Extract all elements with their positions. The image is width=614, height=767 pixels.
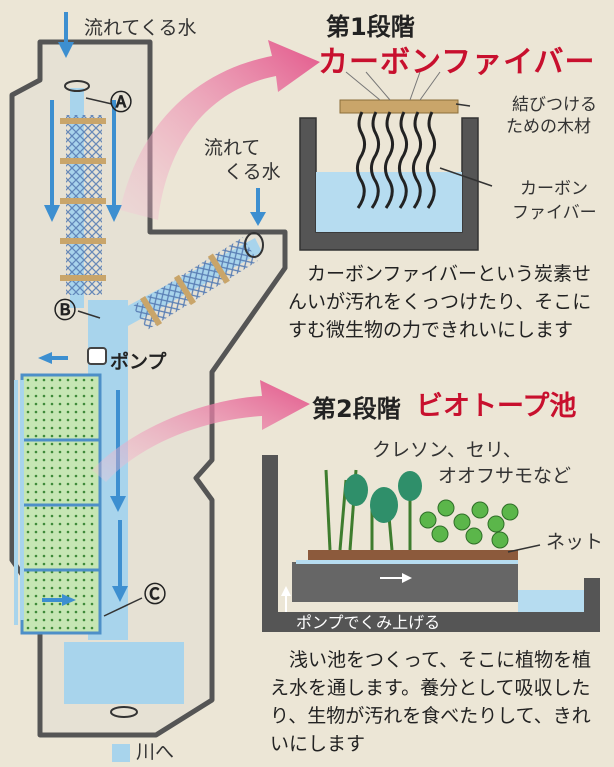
- stage2-title: ビオトープ池: [416, 391, 577, 422]
- stage1-heading: 第1段階: [326, 13, 415, 41]
- stage1-wood-label-1: 結びつける: [512, 95, 597, 115]
- label-water-in-mid-2: くる水: [224, 161, 281, 183]
- soil-bed: [308, 550, 518, 560]
- stage2-heading: 第2段階: [312, 395, 401, 423]
- filter-c-dividers: [22, 438, 100, 572]
- marker-b: Ⓑ: [54, 299, 77, 324]
- pink-arrow-stage2: [92, 380, 310, 482]
- stage2-plants-1: クレソン、セリ、: [372, 439, 522, 461]
- stage2-plants-2: オオフサモなど: [438, 465, 572, 487]
- stage2-pump-up-label: ポンプでくみ上げる: [296, 613, 441, 632]
- flow-arrows: [38, 12, 266, 606]
- marker-a: Ⓐ: [110, 91, 133, 116]
- inlet-ring-icon: [64, 80, 90, 92]
- outlet-ring-icon: [110, 706, 138, 718]
- outlet-basin: [64, 642, 184, 704]
- pink-arrow-stage1: [120, 40, 320, 220]
- stage1-wood-label-2: ための木材: [506, 117, 591, 137]
- label-pump: ポンプ: [110, 351, 167, 373]
- pump-icon: [87, 347, 107, 365]
- side-inlet-ring-icon: [244, 232, 264, 258]
- stage1-fiber-label-2: ファイバー: [512, 203, 597, 223]
- stage1-fiber-label-1: カーボン: [520, 179, 588, 199]
- pointer-lines: [77, 97, 143, 617]
- label-water-in-top: 流れてくる水: [84, 17, 197, 39]
- filter-b: [132, 237, 258, 330]
- stage1-title: カーボンファイバー: [318, 45, 596, 80]
- stage2-net-label: ネット: [546, 531, 604, 553]
- river-swatch: [112, 744, 130, 762]
- stage2-pond: [262, 455, 600, 632]
- stage1-wood: [339, 99, 459, 114]
- filter-c-pipe: [14, 380, 24, 625]
- label-to-river: 川へ: [136, 741, 175, 763]
- stage1-tank: [299, 71, 493, 251]
- label-water-in-mid-1: 流れて: [204, 137, 261, 159]
- stage1-description: カーボンファイバーという炭素せんいが汚れをくっつけたり、そこにすむ微生物の力でき…: [288, 263, 592, 341]
- filter-a: [66, 115, 102, 295]
- marker-c: Ⓒ: [144, 583, 167, 608]
- stage2-description: 浅い池をつくって、そこに植物を植え水を通します。養分として吸収したり、生物が汚れ…: [270, 649, 592, 755]
- filter-a-wood-bands: [60, 118, 106, 281]
